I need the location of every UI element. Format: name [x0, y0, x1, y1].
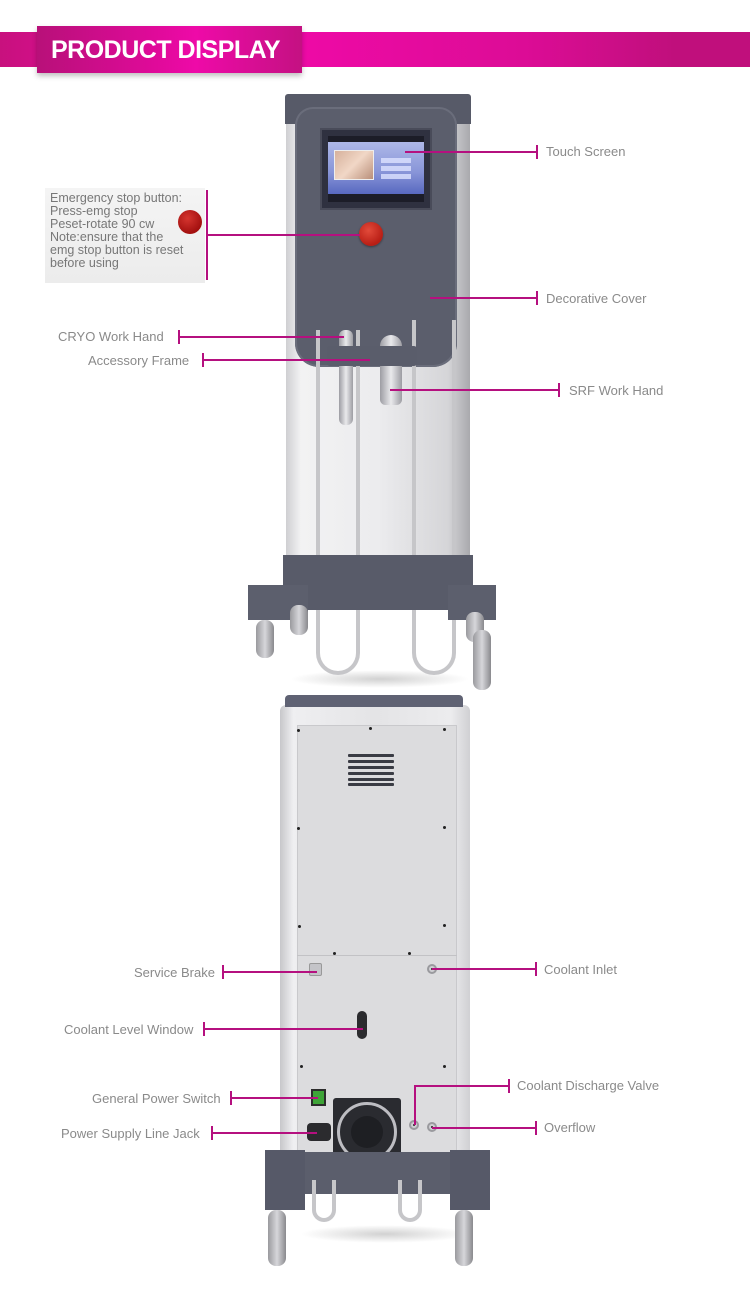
screw [408, 952, 411, 955]
callout-line-emergency [206, 234, 360, 236]
callout-tick [535, 1121, 537, 1135]
emergency-stop-button [359, 222, 383, 246]
floor-shadow [300, 1225, 470, 1243]
screen-face-photo [334, 150, 374, 180]
machine-base [283, 555, 473, 610]
callout-line-coolant-discharge-valve [414, 1085, 510, 1087]
touch-screen [328, 136, 424, 202]
caster-wheel [256, 620, 274, 658]
hose-loop [312, 1180, 336, 1222]
screw [369, 727, 372, 730]
note-line: Peset-rotate 90 cw [50, 217, 155, 231]
label-service-brake: Service Brake [134, 965, 215, 980]
emergency-note-text: Emergency stop button: Press-emg stop Pe… [50, 192, 183, 270]
vent-slot [348, 754, 394, 757]
accessory-frame [327, 346, 417, 366]
caster-wheel [473, 630, 491, 690]
label-decorative-cover: Decorative Cover [546, 291, 647, 306]
vent-slot [348, 760, 394, 763]
note-line: Press-emg stop [50, 204, 138, 218]
srf-hose [412, 320, 456, 675]
screw [443, 728, 446, 731]
callout-line-general-power-switch [230, 1097, 318, 1099]
screw [333, 952, 336, 955]
screw [297, 827, 300, 830]
service-brake [309, 963, 322, 976]
callout-line-srf-work-hand [390, 389, 560, 391]
callout-line-decorative-cover [430, 297, 538, 299]
caster-wheel [268, 1210, 286, 1266]
callout-tick [508, 1079, 510, 1093]
rear-panel [297, 725, 457, 1155]
callout-tick [535, 962, 537, 976]
label-cryo-work-hand: CRYO Work Hand [58, 329, 164, 344]
coolant-level-window [357, 1011, 367, 1039]
hose-loop [398, 1180, 422, 1222]
fan-hub [351, 1116, 383, 1148]
callout-line-cryo-work-hand [178, 336, 344, 338]
vent-slot [348, 772, 394, 775]
screw [443, 924, 446, 927]
touch-screen-frame [320, 128, 432, 210]
caster-wheel [290, 605, 308, 635]
screw [443, 1065, 446, 1068]
screen-control-row [381, 166, 411, 171]
screw [297, 729, 300, 732]
screw [443, 826, 446, 829]
page-title: PRODUCT DISPLAY [51, 36, 281, 64]
label-coolant-discharge-valve: Coolant Discharge Valve [517, 1078, 660, 1093]
label-srf-work-hand: SRF Work Hand [569, 383, 664, 398]
screw [298, 925, 301, 928]
note-line: before using [50, 256, 119, 270]
emergency-button-icon [178, 210, 202, 234]
base-leg-left [265, 1150, 305, 1210]
screw [300, 1065, 303, 1068]
header-banner-tab: PRODUCT DISPLAY [37, 26, 302, 73]
callout-line-accessory-frame [202, 359, 370, 361]
callout-line-service-brake [222, 971, 317, 973]
label-coolant-inlet: Coolant Inlet [544, 962, 617, 977]
caster-wheel [455, 1210, 473, 1266]
cryo-hose [316, 330, 360, 675]
callout-line-coolant-inlet [432, 968, 536, 970]
note-line: Emergency stop button: [50, 191, 183, 205]
machine-top-cap [285, 695, 463, 707]
power-supply-line-jack [307, 1123, 331, 1141]
vent-slot [348, 778, 394, 781]
callout-tick [536, 291, 538, 305]
base-leg-right [450, 1150, 490, 1210]
vent-slot [348, 766, 394, 769]
note-line: Note:ensure that the [50, 230, 164, 244]
callout-tick [536, 145, 538, 159]
label-coolant-level-window: Coolant Level Window [64, 1022, 194, 1037]
emergency-stop-note: Emergency stop button: Press-emg stop Pe… [45, 188, 205, 283]
label-overflow: Overflow [544, 1120, 596, 1135]
screen-control-row [381, 158, 411, 163]
callout-tick [558, 383, 560, 397]
label-power-supply-line-jack: Power Supply Line Jack [61, 1126, 200, 1141]
label-accessory-frame: Accessory Frame [88, 353, 190, 368]
callout-line-vertical [414, 1085, 416, 1125]
screen-control-row [381, 174, 411, 179]
label-touch-screen: Touch Screen [546, 144, 626, 159]
callout-line-overflow [432, 1127, 536, 1129]
callout-line-coolant-level-window [203, 1028, 363, 1030]
callout-line-power-supply-line-jack [211, 1132, 317, 1134]
cryo-work-hand [339, 330, 353, 425]
callout-line-touch-screen [405, 151, 537, 153]
vent-slot [348, 783, 394, 786]
note-line: emg stop button is reset [50, 243, 184, 257]
label-general-power-switch: General Power Switch [92, 1091, 221, 1106]
panel-divider [297, 955, 457, 956]
